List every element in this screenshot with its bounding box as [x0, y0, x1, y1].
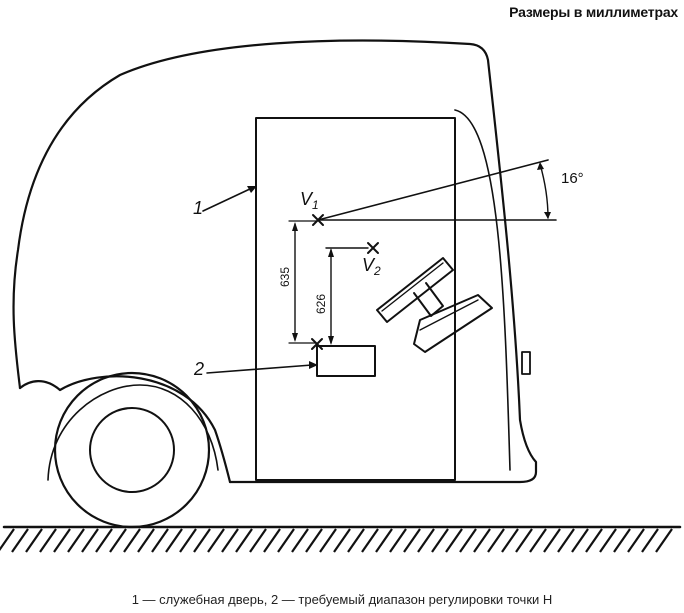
hatch-line	[599, 528, 617, 553]
dim-635-label: 635	[278, 267, 292, 287]
hatch-line	[613, 528, 631, 553]
hatch-line	[473, 528, 491, 553]
steering-column	[413, 294, 493, 353]
h-point-adjustment-range	[316, 345, 376, 377]
hatch-line	[627, 528, 645, 553]
callout-2-arrow	[309, 361, 318, 369]
dim-626-label: 626	[314, 294, 328, 314]
hatch-line	[193, 528, 211, 553]
callout-1-label: 1	[193, 198, 203, 218]
hatch-line	[235, 528, 253, 553]
v2-marker	[367, 242, 379, 254]
hatch-line	[123, 528, 141, 553]
hatch-line	[641, 528, 659, 553]
hatch-line	[53, 528, 71, 553]
hatch-line	[501, 528, 519, 553]
dim-626-arrow-bottom	[328, 336, 334, 345]
h-point-marker	[311, 338, 323, 350]
hatch-line	[11, 528, 29, 553]
hatch-line	[417, 528, 435, 553]
angle-label: 16°	[561, 170, 584, 187]
v1-marker	[312, 214, 324, 226]
units-note: Размеры в миллиметрах	[509, 4, 678, 20]
dim-635-arrow-top	[292, 222, 298, 231]
hatch-line	[333, 528, 351, 553]
hatch-line	[249, 528, 267, 553]
angle-arc	[539, 163, 549, 219]
hatch-line	[207, 528, 225, 553]
hatch-line	[305, 528, 323, 553]
hatch-line	[81, 528, 99, 553]
hatch-line	[375, 528, 393, 553]
angle-arrow-top	[537, 162, 544, 170]
hatch-line	[39, 528, 57, 553]
callout-2-leader	[206, 364, 313, 374]
hatch-line	[67, 528, 85, 553]
hatch-line	[277, 528, 295, 553]
v1-label: V1	[300, 189, 319, 212]
figure-caption: 1 — служебная дверь, 2 — требуемый диапа…	[131, 592, 553, 607]
hatch-line	[319, 528, 337, 553]
hatch-line	[0, 528, 15, 552]
hatch-line	[571, 528, 589, 553]
hatch-line	[557, 528, 575, 553]
hatch-line	[529, 528, 547, 553]
hatch-line	[487, 528, 505, 553]
hatch-line	[151, 528, 169, 553]
v1-angle-line	[317, 159, 549, 221]
hatch-line	[515, 528, 533, 553]
hatch-line	[137, 528, 155, 553]
hatch-line	[543, 528, 561, 553]
hatch-line	[347, 528, 365, 553]
hatch-line	[445, 528, 463, 553]
hatch-line	[25, 528, 43, 553]
ground-hatching	[0, 528, 673, 553]
rear-light	[521, 351, 531, 375]
service-door	[255, 117, 456, 481]
steering-wheel	[376, 257, 454, 323]
hatch-line	[291, 528, 309, 553]
hatch-line	[403, 528, 421, 553]
wheel-arch	[18, 375, 232, 484]
cab-rear-line	[454, 109, 511, 471]
callout-1-arrow	[247, 186, 257, 193]
hatch-line	[109, 528, 127, 553]
hatch-line	[585, 528, 603, 553]
angle-arrow-bottom	[544, 212, 551, 219]
wheel-tyre	[53, 371, 211, 529]
hatch-line	[221, 528, 239, 553]
hatch-line	[95, 528, 113, 553]
dim-635-arrow-bottom	[292, 333, 298, 342]
hatch-line	[361, 528, 379, 553]
v2-label: V2	[362, 255, 381, 278]
hatch-line	[179, 528, 197, 553]
hatch-line	[389, 528, 407, 553]
callout-1-leader	[202, 187, 253, 212]
wheel-rim	[89, 407, 175, 493]
hatch-line	[165, 528, 183, 553]
hatch-line	[431, 528, 449, 553]
vehicle-body-outline	[12, 39, 538, 484]
dim-626-arrow-top	[328, 248, 334, 257]
hatch-line	[655, 528, 673, 553]
callout-2-label: 2	[193, 359, 204, 379]
hatch-line	[459, 528, 477, 553]
hatch-line	[263, 528, 281, 553]
